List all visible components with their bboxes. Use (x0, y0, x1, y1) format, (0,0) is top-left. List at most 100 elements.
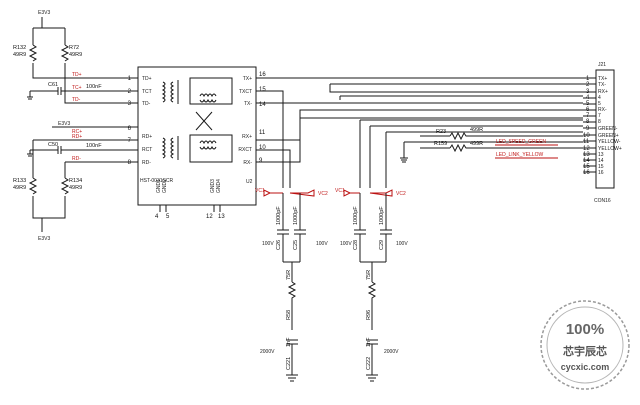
vc-flags: VC1 VC2 VC1 VC2 (255, 188, 406, 197)
r72-symbol (60, 44, 70, 62)
r72-value: 49R9 (69, 52, 82, 58)
e3v3-mid-label: E3V3 (58, 121, 70, 127)
net-tc-plus: TC+ (72, 85, 82, 91)
j21-name-12: YELLOW+ (598, 146, 622, 152)
r132-symbol (28, 44, 38, 62)
j21-part: CON16 (594, 198, 611, 204)
u2-name-rct: RCT (142, 147, 152, 153)
u2-name-rx-minus: RX- (243, 160, 252, 166)
j21-pin-12: 12 (583, 146, 590, 152)
c26-voltage: 100V (262, 241, 274, 247)
u2-part-number: HST-0031SCR (140, 178, 173, 184)
u2-name-tct: TCT (142, 89, 152, 95)
r159-symbol (449, 143, 583, 153)
watermark-chinese-name: 芯宇辰芯 (563, 344, 607, 358)
tx-termination: E3V3 R132 49R9 R72 49R9 TD+ TD- C61 100n… (13, 10, 138, 104)
r23-value: 499R (470, 127, 483, 133)
j21-pin-14: 14 (583, 158, 590, 164)
u2-pin-1: 1 (128, 76, 132, 82)
connector-pins: 1 2 3 4 5 6 7 8 9 10 11 12 13 14 15 16 T… (583, 76, 622, 176)
c25-voltage: 100V (316, 241, 328, 247)
vc1-left-label: VC1 (255, 188, 265, 194)
rx-termination: E3V3 RC+ RD+ C50 100nF RD- R133 49R9 R13… (13, 121, 138, 242)
vc2-left-label: VC2 (318, 191, 328, 197)
e3v3-bottom-label: E3V3 (38, 236, 50, 242)
j21-name-11: YELLOW- (598, 139, 621, 145)
vc1-right-label: VC1 (335, 188, 345, 194)
c50-ref: C50 (48, 142, 58, 148)
u2-ref: U2 (246, 179, 253, 185)
connector-j21: J21 CON16 1 2 3 4 5 6 7 8 9 10 11 12 13 … (583, 62, 622, 204)
u2-name-gnd2: GND2 (162, 179, 168, 193)
c221-voltage: 2000V (260, 349, 275, 355)
j21-name-6: RX- (598, 107, 607, 113)
u2-name-td-minus: TD- (142, 101, 151, 107)
transformer-u2: 1 2 3 6 7 8 TD+ TCT TD- RD+ RCT RD- 16 1… (128, 66, 266, 220)
j21-name-10: GREEN+ (598, 133, 619, 139)
watermark-site: cycxic.com (561, 362, 610, 372)
r133-symbol (28, 177, 38, 195)
net-led-link: LED_LINK_YELLOW (496, 152, 544, 158)
transformer-body (137, 66, 257, 206)
j21-pin-10: 10 (583, 133, 590, 139)
net-rd-minus: RD- (72, 156, 81, 162)
led-resistors: R23 499R R159 499R LED_SPEED_GREEN LED_L… (420, 127, 583, 159)
u2-pin-15: 15 (259, 87, 266, 93)
j21-pin-15: 15 (583, 164, 590, 170)
tx-coils (161, 77, 233, 105)
r133-value: 49R9 (13, 185, 26, 191)
u2-pin-5: 5 (166, 214, 170, 220)
c26-value: 1000pF (276, 206, 282, 225)
c61-ref: C61 (48, 82, 58, 88)
j21-ref: J21 (598, 62, 606, 68)
r132-value: 49R9 (13, 52, 26, 58)
j21-name-2: TX- (598, 82, 606, 88)
u2-pin-16: 16 (259, 72, 266, 78)
j21-pin-16: 16 (583, 170, 590, 176)
u2-pin-11: 11 (259, 130, 266, 136)
u2-pin-8: 8 (128, 160, 132, 166)
j21-name-1: TX+ (598, 76, 607, 82)
c50-value: 100nF (86, 143, 102, 149)
c26-ref: C26 (276, 240, 282, 250)
u2-pin-7: 7 (128, 138, 132, 144)
c222-value: 1nF (366, 337, 372, 347)
u2-pin-9: 9 (259, 158, 263, 164)
r-right-ref: R96 (366, 310, 372, 320)
j21-name-16: 16 (598, 170, 604, 176)
r-left-symbol (287, 281, 297, 330)
r134-ref: R134 (69, 178, 82, 184)
u2-pin-3: 3 (128, 101, 132, 107)
u2-name-tx-minus: TX- (244, 101, 252, 107)
j21-pin-11: 11 (583, 139, 590, 145)
connector-body (595, 69, 615, 189)
net-td-minus: TD- (72, 97, 81, 103)
bob-smith-right: 1000pF 1000pF C28 C29 100V 100V 75R R96 … (340, 193, 408, 382)
j21-pin-7: 7 (586, 113, 590, 119)
u2-pin-12: 12 (206, 214, 213, 220)
u2-pin-6: 6 (128, 126, 132, 132)
r-right-value: 75R (366, 270, 372, 280)
j21-pin-1: 1 (586, 76, 590, 82)
j21-pin-6: 6 (586, 107, 590, 113)
u2-pin-10: 10 (259, 145, 266, 151)
e3v3-top-label: E3V3 (38, 10, 50, 16)
j21-name-8: 8 (598, 119, 601, 125)
u2-pin-4: 4 (155, 214, 159, 220)
j21-pin-9: 9 (586, 126, 590, 132)
u2-name-txct: TXCT (239, 89, 252, 95)
vc2-right-label: VC2 (396, 191, 406, 197)
c25-ref: C25 (293, 240, 299, 250)
net-rd-plus: RD+ (72, 134, 82, 140)
u2-name-rd-minus: RD- (142, 160, 151, 166)
j21-pin-5: 5 (586, 101, 590, 107)
j21-name-15: 15 (598, 164, 604, 170)
j21-name-13: 13 (598, 152, 604, 158)
r-right-symbol (367, 281, 377, 330)
r-left-ref: R58 (286, 310, 292, 320)
u2-name-rxct: RXCT (238, 147, 252, 153)
u2-name-tx-plus: TX+ (243, 76, 252, 82)
u2-name-gnd4: GND4 (216, 179, 222, 193)
r72-ref: R72 (69, 45, 79, 51)
